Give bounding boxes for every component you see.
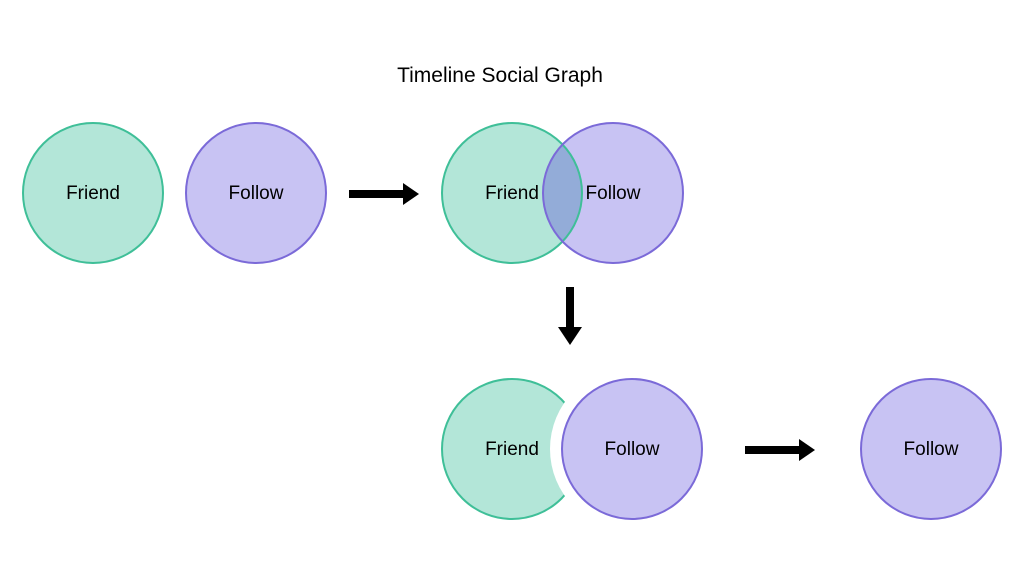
follow-circle	[860, 378, 1002, 520]
arrow-right-icon	[349, 183, 419, 205]
diagram-title: Timeline Social Graph	[397, 64, 603, 87]
follow-label: Follow	[605, 439, 660, 460]
follow-label: Follow	[586, 183, 641, 204]
follow-circle	[543, 123, 683, 263]
follow-circle	[561, 378, 703, 520]
stage-result: Follow	[860, 378, 1002, 520]
stage-subtract: Friend Follow	[441, 378, 703, 520]
friend-circle	[442, 123, 582, 263]
stage-separate: Friend Follow	[22, 122, 327, 264]
follow-label: Follow	[904, 439, 959, 460]
friend-circle-outline	[441, 122, 583, 264]
friend-label: Friend	[485, 439, 539, 460]
stage-overlap: Friend Follow	[441, 122, 684, 264]
follow-circle-outline	[542, 122, 684, 264]
friend-label: Friend	[485, 183, 539, 204]
follow-circle	[185, 122, 327, 264]
follow-label: Follow	[229, 183, 284, 204]
friend-label: Friend	[66, 183, 120, 204]
arrow-down-icon	[558, 287, 582, 345]
friend-circle	[22, 122, 164, 264]
arrow-right-icon	[745, 439, 815, 461]
